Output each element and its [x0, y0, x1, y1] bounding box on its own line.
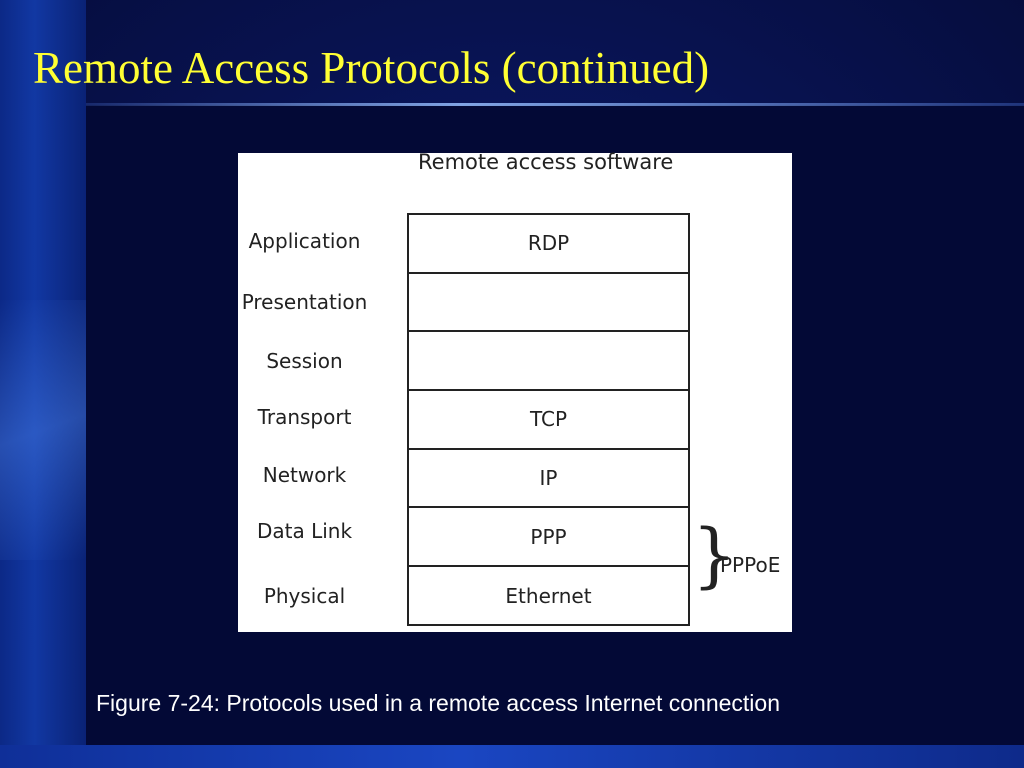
protocol-cell-session [409, 332, 688, 392]
bottom-decor-band [0, 745, 1024, 768]
layer-label-data-link: Data Link [256, 519, 353, 543]
protocol-cell-data-link: PPP [409, 508, 688, 568]
protocol-cell-presentation [409, 274, 688, 333]
protocol-cell-transport: TCP [409, 391, 688, 450]
layer-label-transport: Transport [257, 405, 352, 429]
bracket-label: PPPoE [720, 553, 781, 577]
protocol-cell-network: IP [409, 450, 688, 509]
slide-title: Remote Access Protocols (continued) [33, 43, 710, 93]
figure-caption: Figure 7-24: Protocols used in a remote … [96, 690, 780, 716]
layer-label-physical: Physical [263, 584, 346, 608]
protocol-cell-application: RDP [409, 215, 688, 274]
layer-label-application: Application [248, 229, 361, 253]
left-decor-band [0, 0, 86, 768]
figure-header: Remote access software [418, 150, 674, 174]
protocol-stack: RDP TCP IP PPP Ethernet [407, 213, 690, 626]
curly-brace-icon: } [692, 514, 737, 596]
layer-label-presentation: Presentation [241, 290, 368, 314]
layer-label-session: Session [266, 349, 343, 373]
left-decor-streak [0, 300, 86, 560]
protocol-cell-physical: Ethernet [505, 584, 592, 609]
layer-label-network: Network [262, 463, 347, 487]
title-underline [86, 103, 1024, 106]
